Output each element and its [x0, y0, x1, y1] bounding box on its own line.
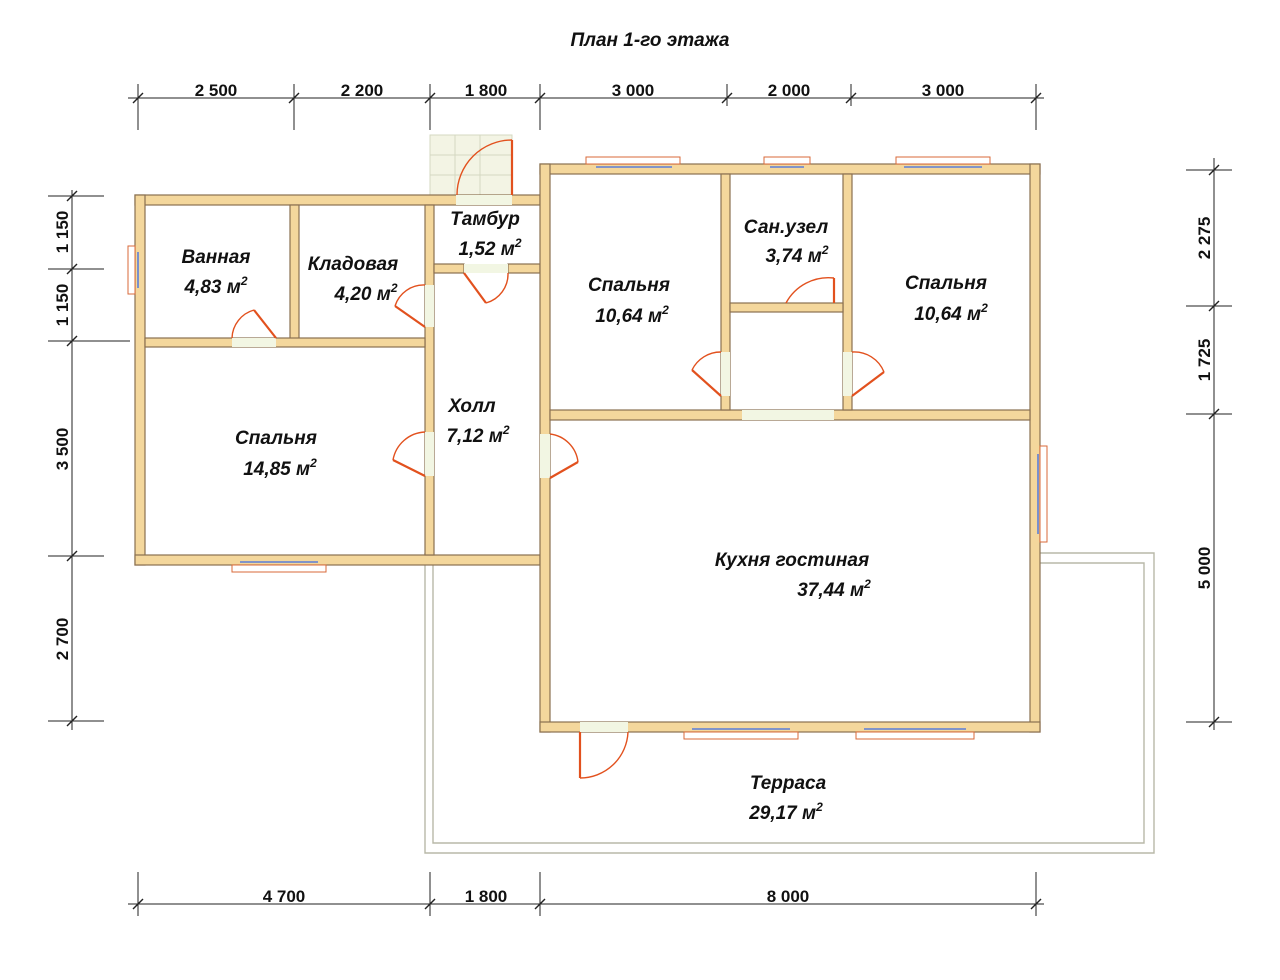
porch-steps: [429, 134, 513, 196]
room-bedroom-middle: Спальня 10,64 м2: [588, 275, 670, 327]
svg-text:Кладовая: Кладовая: [308, 254, 398, 275]
room-labels: Ванная 4,83 м2 Кладовая 4,20 м2 Тамбур 1…: [182, 209, 989, 824]
room-bedroom-east: Спальня 10,64 м2: [905, 273, 988, 325]
room-vestibule: Тамбур 1,52 м2: [450, 209, 522, 260]
dim-left-4: 2 700: [53, 618, 72, 661]
dim-left-1: 1 150: [53, 211, 72, 254]
svg-text:29,17 м2: 29,17 м2: [748, 800, 823, 824]
dim-bottom-3: 8 000: [767, 887, 810, 906]
dim-top-4: 3 000: [612, 81, 655, 100]
room-bedroom-west: Спальня 14,85 м2: [235, 428, 317, 480]
svg-text:Спальня: Спальня: [235, 428, 317, 449]
dim-top-6: 3 000: [922, 81, 965, 100]
windows: [127, 156, 1048, 740]
dim-bottom-2: 1 800: [465, 887, 508, 906]
dim-right-1: 2 275: [1195, 217, 1214, 260]
svg-text:1,52 м2: 1,52 м2: [458, 236, 521, 260]
svg-text:Кухня гостиная: Кухня гостиная: [715, 550, 869, 571]
svg-text:37,44 м2: 37,44 м2: [797, 577, 871, 601]
dim-top-2: 2 200: [341, 81, 384, 100]
svg-text:4,20 м2: 4,20 м2: [333, 281, 397, 305]
dimension-line-left: 1 150 1 150 3 500 2 700: [48, 190, 130, 730]
dimension-line-top: 2 500 2 200 1 800 3 000 2 000 3 000: [128, 81, 1044, 130]
svg-text:7,12 м2: 7,12 м2: [446, 423, 509, 447]
dim-top-5: 2 000: [768, 81, 811, 100]
svg-text:Спальня: Спальня: [588, 275, 670, 296]
room-kitchen-living: Кухня гостиная 37,44 м2: [715, 550, 871, 601]
openings: [232, 195, 852, 732]
dimension-line-bottom: 4 700 1 800 8 000: [128, 872, 1044, 916]
svg-text:4,83 м2: 4,83 м2: [183, 274, 247, 298]
room-terrace: Терраса 29,17 м2: [748, 773, 826, 824]
svg-text:3,74 м2: 3,74 м2: [765, 243, 828, 267]
room-wc: Сан.узел 3,74 м2: [744, 217, 829, 267]
dim-right-3: 5 000: [1195, 547, 1214, 590]
dim-left-2: 1 150: [53, 284, 72, 327]
dim-right-2: 1 725: [1195, 339, 1214, 382]
dim-top-1: 2 500: [195, 81, 238, 100]
svg-text:Спальня: Спальня: [905, 273, 987, 294]
plan-title: План 1-го этажа: [571, 30, 730, 51]
terrace-outline: [424, 552, 1155, 854]
svg-text:14,85 м2: 14,85 м2: [243, 456, 317, 480]
svg-text:10,64 м2: 10,64 м2: [914, 301, 988, 325]
room-hall: Холл 7,12 м2: [446, 396, 509, 447]
dim-bottom-1: 4 700: [263, 887, 306, 906]
svg-text:10,64 м2: 10,64 м2: [595, 303, 669, 327]
svg-text:Сан.узел: Сан.узел: [744, 217, 829, 238]
room-storage: Кладовая 4,20 м2: [308, 254, 398, 305]
svg-text:Холл: Холл: [447, 396, 495, 417]
room-bathroom: Ванная 4,83 м2: [182, 247, 251, 298]
svg-text:Ванная: Ванная: [182, 247, 251, 268]
svg-text:Терраса: Терраса: [750, 773, 827, 794]
doors: [231, 139, 885, 779]
dim-top-3: 1 800: [465, 81, 508, 100]
svg-text:Тамбур: Тамбур: [450, 209, 520, 230]
dim-left-3: 3 500: [53, 428, 72, 471]
dimension-line-right: 2 275 1 725 5 000: [1186, 158, 1232, 730]
